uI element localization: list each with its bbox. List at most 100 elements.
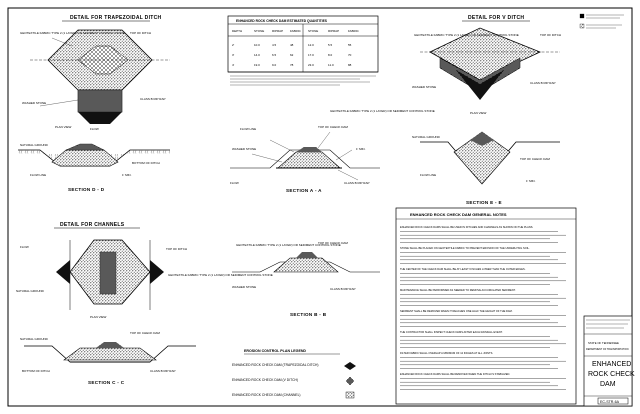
section-a-min-label: 1' MIN. [356, 147, 366, 151]
trap-geotextile-label: GEOTEXTILE FABRIC TYPE 2 (1 LAYER) OR SE… [20, 31, 125, 35]
title-block-dwg: EC-STR-6A [600, 400, 620, 404]
mid-check-dam-label: TOP OF CHECK DAM [318, 241, 348, 245]
mid-lower-section: GEOTEXTILE FABRIC TYPE 2 (1 LAYER) OR SE… [232, 241, 380, 317]
legend-item-v: ENHANCED ROCK CHECK DAM (V DITCH) [232, 378, 298, 382]
v-ditch-detail: DETAIL FOR V DITCH GEOTEXTILE FABRIC TYP… [412, 15, 561, 205]
table-header-2: RIPRAP [272, 29, 283, 33]
section-a-washed-stone-label: WASHED STONE [232, 147, 256, 151]
table-cell: 62 [290, 53, 294, 57]
table-header-6: FABRIC [348, 29, 360, 33]
title-block-state: STATE OF TENNESSEE [588, 341, 619, 345]
v-detail-title: DETAIL FOR V DITCH [468, 15, 524, 21]
section-c-check-dam-label: TOP OF CHECK DAM [130, 331, 160, 335]
note-line: FILTER FABRIC SHALL OVERLAP A MINIMUM OF… [400, 351, 493, 355]
v-top-label: TOP OF DITCH [540, 33, 561, 37]
table-cell: 48 [290, 43, 294, 47]
note-line: THE CENTER OF THE CHECK DAM SHALL BE AT … [400, 267, 526, 271]
section-a-flow-label: FLOW [230, 181, 239, 185]
legend-item-channel: ENHANCED ROCK CHECK DAM (CHANNEL) [232, 393, 301, 397]
title-block-name-1: ENHANCED [592, 361, 631, 368]
table-cell: 23.0 [308, 63, 314, 67]
general-notes: ENHANCED ROCK CHECK DAM GENERAL NOTES EN… [395, 207, 577, 405]
v-washed-stone-label: WASHED STONE [412, 85, 436, 89]
trap-detail-title: DETAIL FOR TRAPEZOIDAL DITCH [70, 15, 162, 21]
v-ground-label: NATURAL GROUND [412, 135, 441, 139]
notes-title: ENHANCED ROCK CHECK DAM GENERAL NOTES [410, 212, 507, 217]
trap-washed-stone-label: WASHED STONE [22, 101, 46, 105]
section-e-title: SECTION E - E [466, 200, 502, 205]
trap-min-label: 1' MIN. [122, 173, 132, 177]
v-flowline-label: FLOW LINE [420, 173, 436, 177]
table-cell: 78 [290, 63, 294, 67]
table-header-3: FABRIC [290, 29, 302, 33]
section-a-riprap-label: CLASS B RIP RAP [344, 181, 369, 185]
v-riprap-label: CLASS B RIP RAP [530, 81, 555, 85]
table-cell: 11.0 [328, 63, 334, 67]
trap-bottom-label: BOTTOM OF DITCH [132, 161, 160, 165]
table-cell: 5.5 [328, 43, 333, 47]
note-line: STONE SHALL BE PLACED ON GEOTEXTILE FABR… [400, 246, 530, 250]
channels-top-label: TOP OF DITCH [166, 247, 187, 251]
legend-symbol-trap [344, 362, 356, 370]
section-a-detail: FLOW LINE GEOTEXTILE FABRIC TYPE 2 (1 LA… [230, 109, 435, 193]
section-a-check-dam-label: TOP OF CHECK DAM [318, 125, 348, 129]
channels-flow-label: FLOW [20, 245, 29, 249]
table-title: ENHANCED ROCK CHECK DAM ESTIMATED QUANTI… [236, 19, 328, 23]
legend-item-trap: ENHANCED ROCK CHECK DAM (TRAPEZOIDAL DIT… [232, 363, 319, 367]
table-cell: 10.0 [254, 43, 260, 47]
section-c-bottom-label: BOTTOM OF DITCH [22, 369, 50, 373]
trap-flowline-label: FLOW LINE [30, 173, 46, 177]
note-line: THE CONTRACTOR SHALL INSPECT CHECK DAMS … [400, 330, 503, 334]
title-block-name-2: ROCK CHECK [588, 371, 635, 378]
table-cell: 17.0 [308, 53, 314, 57]
table-cell: 14.0 [254, 53, 260, 57]
mid-riprap-label: CLASS B RIP RAP [330, 287, 355, 291]
table-cell: 4' [232, 63, 235, 67]
section-c-title: SECTION C - C [88, 380, 125, 385]
v-geotextile-label: GEOTEXTILE FABRIC TYPE 2 (1 LAYER) OR SE… [414, 33, 519, 37]
table-cell: 70 [348, 53, 352, 57]
mid-geotextile-label: GEOTEXTILE FABRIC TYPE 2 (1 LAYER) OR SE… [236, 243, 341, 247]
table-cell: 6.5 [272, 53, 277, 57]
table-cell: 2' [232, 43, 235, 47]
channels-detail-title: DETAIL FOR CHANNELS [60, 222, 125, 228]
channels-plan-view-label: PLAN VIEW [90, 315, 107, 319]
trap-flow-label: FLOW [90, 127, 99, 131]
erosion-legend: EROSION CONTROL PLAN LEGEND ENHANCED ROC… [232, 349, 356, 399]
table-cell: 8.0 [328, 53, 333, 57]
legend-symbol-channel [345, 391, 355, 399]
note-line: MAINTENANCE SHALL BE PERFORMED AS NEEDED… [400, 288, 516, 292]
table-header-1: STONE [254, 29, 264, 33]
table-cell: 9.0 [272, 63, 277, 67]
table-cell: 4.5 [272, 43, 277, 47]
table-cell: 19.0 [254, 63, 260, 67]
note-line: SEDIMENT SHALL BE REMOVED WHEN IT REACHE… [400, 309, 513, 313]
table-header-5: RIPRAP [328, 29, 339, 33]
channels-detail: DETAIL FOR CHANNELS FLOW TOP OF DITCH GE… [16, 222, 273, 385]
channels-ground-label: NATURAL GROUND [16, 289, 45, 293]
section-a-geotextile-label: GEOTEXTILE FABRIC TYPE 2 (1 LAYER) OR SE… [330, 109, 435, 113]
section-a-title: SECTION A - A [286, 188, 322, 193]
trapezoidal-ditch-detail: DETAIL FOR TRAPEZOIDAL DITCH GEOTEXTILE … [18, 15, 170, 192]
top-right-notes [579, 13, 624, 29]
legend-symbol-v [345, 376, 355, 386]
title-block-dept: DEPARTMENT OF TRANSPORTATION [586, 348, 629, 351]
note-line: ENHANCED ROCK CHECK DAMS SHALL BE REMOVE… [400, 372, 510, 376]
v-min-label: 1' MIN. [526, 179, 536, 183]
title-block: STATE OF TENNESSEE DEPARTMENT OF TRANSPO… [583, 315, 635, 407]
title-block-name-3: DAM [600, 381, 616, 388]
v-plan-view-label: PLAN VIEW [470, 111, 487, 115]
section-b-title: SECTION B - B [290, 312, 327, 317]
legend-title: EROSION CONTROL PLAN LEGEND [244, 349, 306, 353]
channels-geotextile-label: GEOTEXTILE FABRIC TYPE 2 (1 LAYER) OR SE… [168, 273, 273, 277]
table-header-4: STONE [308, 29, 318, 33]
sheet-border [7, 7, 633, 407]
trap-plan-view-label: PLAN VIEW [55, 125, 72, 129]
section-d-title: SECTION D - D [68, 187, 105, 192]
section-a-flowline-label: FLOW LINE [240, 127, 256, 131]
mid-washed-stone-label: WASHED STONE [232, 285, 256, 289]
trap-riprap-label: CLASS B RIP RAP [140, 97, 165, 101]
table-cell: 12.0 [308, 43, 314, 47]
table-cell: 55 [348, 43, 352, 47]
